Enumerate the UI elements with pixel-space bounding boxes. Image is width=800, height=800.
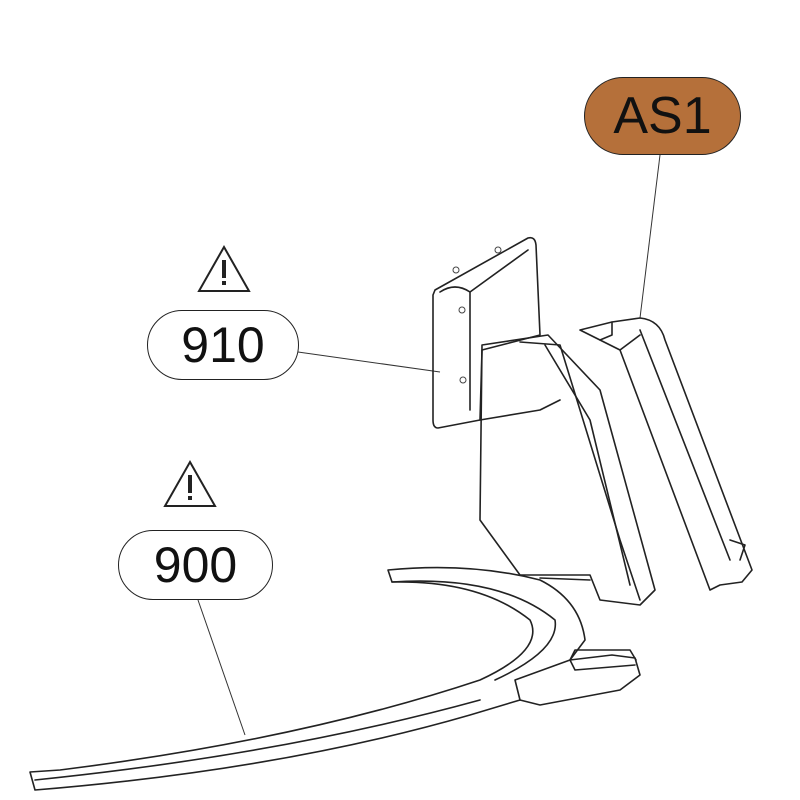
callout-as1: AS1 [584,77,741,155]
leader-line-as1 [639,154,661,319]
part-900-curved-base [29,566,641,791]
leader-line-910 [297,351,441,373]
warning-icon-900 [163,459,217,507]
leader-line-900 [197,599,246,736]
callout-910: 910 [147,310,299,380]
callout-900: 900 [118,530,273,600]
warning-icon-910 [197,244,251,292]
part-910-stand-neck [432,236,656,606]
part-as1-back-cover [579,317,753,591]
